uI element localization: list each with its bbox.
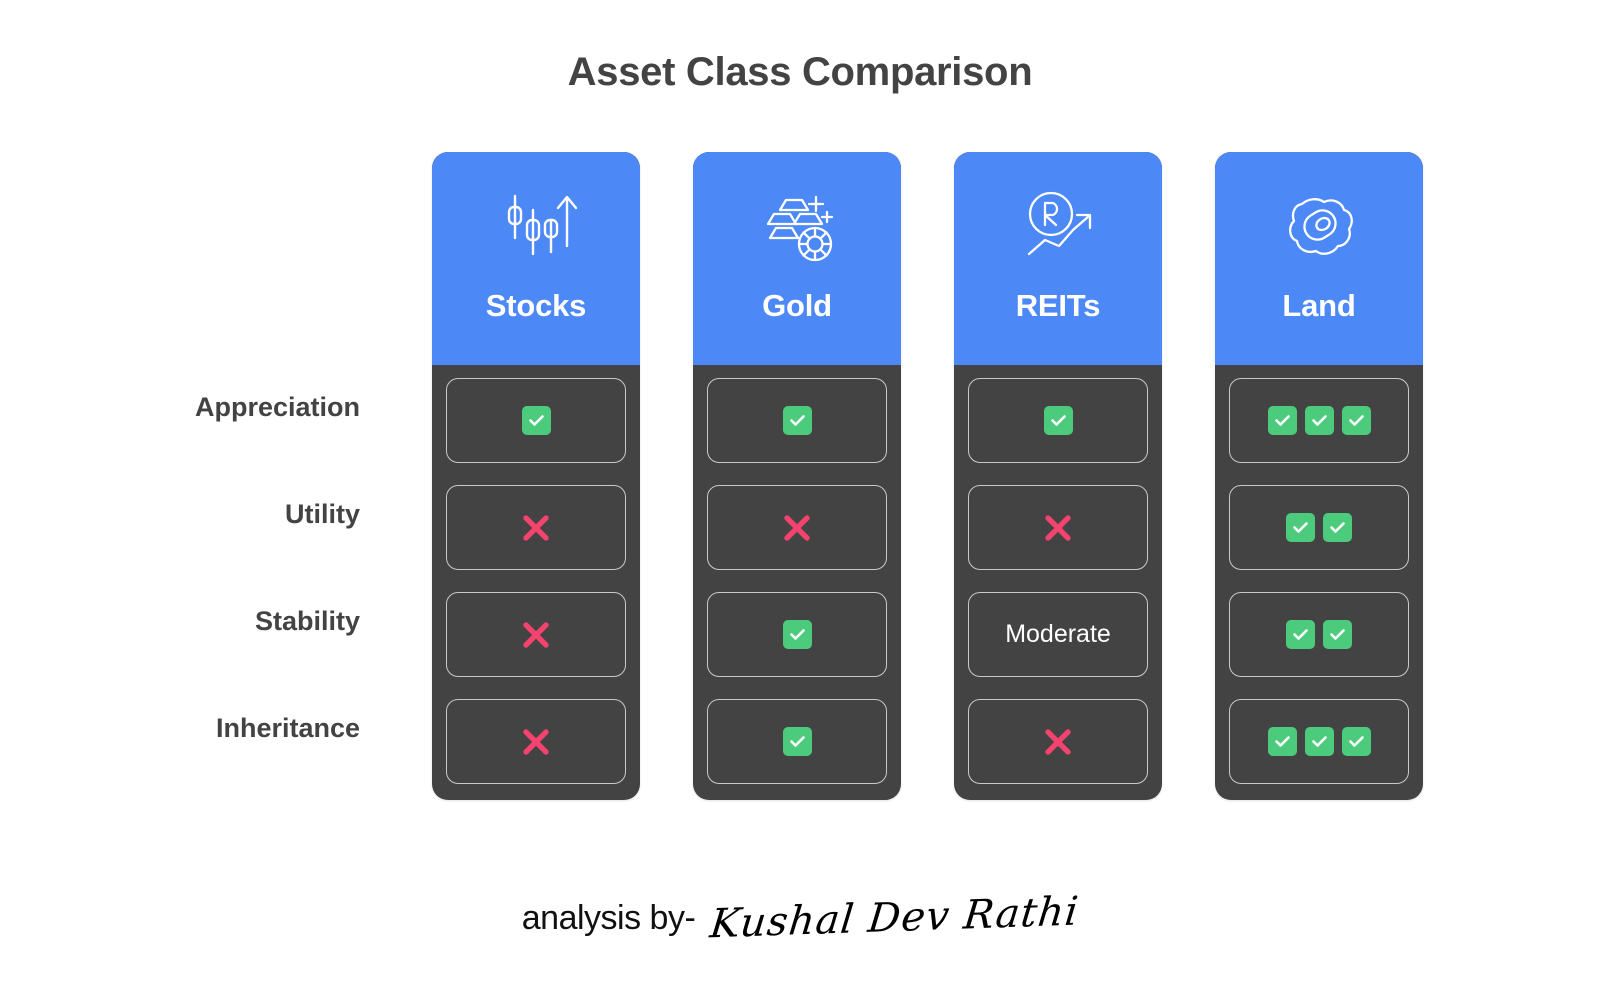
cell-land-inheritance[interactable]: [1229, 699, 1409, 784]
cell-gold-appreciation[interactable]: [707, 378, 887, 463]
cross-icon: [1041, 511, 1075, 545]
check-icon: [1323, 620, 1352, 649]
cell-gold-inheritance[interactable]: [707, 699, 887, 784]
column-title-stocks: Stocks: [485, 288, 587, 323]
check-icon: [1323, 513, 1352, 542]
column-body-gold: [693, 365, 901, 800]
asset-column-land[interactable]: Land: [1215, 152, 1423, 800]
column-header-land: Land: [1215, 152, 1423, 365]
asset-column-stocks[interactable]: Stocks: [432, 152, 640, 800]
asset-column-reits[interactable]: REITs Moderate: [954, 152, 1162, 800]
candlestick-chart-icon: [493, 184, 579, 270]
land-plot-icon: [1276, 184, 1362, 270]
row-label-stability: Stability: [254, 606, 360, 636]
column-body-land: [1215, 365, 1423, 800]
check-icon: [1043, 406, 1073, 435]
cell-stocks-inheritance[interactable]: [446, 699, 626, 784]
cross-icon: [1041, 725, 1075, 759]
cross-icon: [519, 725, 553, 759]
cell-reits-utility[interactable]: [968, 485, 1148, 570]
cell-stocks-appreciation[interactable]: [446, 378, 626, 463]
column-title-land: Land: [1282, 288, 1356, 323]
check-icon: [1267, 727, 1297, 756]
author-signature: Kushal Dev Rathi: [708, 888, 1082, 948]
check-icon: [1304, 406, 1334, 435]
check-icon: [782, 406, 812, 435]
cross-icon: [780, 511, 814, 545]
analysis-by-label: analysis by-: [521, 898, 696, 937]
reit-trend-icon: [1015, 184, 1101, 270]
cell-land-stability[interactable]: [1229, 592, 1409, 677]
gold-bars-coin-icon: [754, 184, 840, 270]
check-icon: [1267, 406, 1297, 435]
cell-land-utility[interactable]: [1229, 485, 1409, 570]
row-label-inheritance: Inheritance: [215, 713, 360, 743]
check-icon: [782, 727, 812, 756]
column-body-reits: Moderate: [954, 365, 1162, 800]
check-icon: [1286, 620, 1315, 649]
check-icon: [1286, 513, 1315, 542]
column-header-stocks: Stocks: [432, 152, 640, 365]
footer: analysis by- Kushal Dev Rathi: [0, 889, 1600, 948]
row-label-appreciation: Appreciation: [194, 392, 360, 422]
cell-reits-appreciation[interactable]: [968, 378, 1148, 463]
cell-reits-inheritance[interactable]: [968, 699, 1148, 784]
column-header-gold: Gold: [693, 152, 901, 365]
check-icon: [1341, 406, 1371, 435]
cell-gold-utility[interactable]: [707, 485, 887, 570]
column-title-gold: Gold: [762, 288, 832, 323]
cell-stocks-utility[interactable]: [446, 485, 626, 570]
check-icon: [521, 406, 551, 435]
cell-land-appreciation[interactable]: [1229, 378, 1409, 463]
cross-icon: [519, 618, 553, 652]
asset-columns: Stocks Gold: [432, 152, 1423, 800]
cell-gold-stability[interactable]: [707, 592, 887, 677]
asset-column-gold[interactable]: Gold: [693, 152, 901, 800]
cross-icon: [519, 511, 553, 545]
cell-value-text: Moderate: [1005, 620, 1111, 648]
row-label-utility: Utility: [284, 499, 360, 529]
check-icon: [1304, 727, 1334, 756]
check-icon: [1341, 727, 1371, 756]
column-header-reits: REITs: [954, 152, 1162, 365]
cell-reits-stability[interactable]: Moderate: [968, 592, 1148, 677]
column-title-reits: REITs: [1015, 288, 1101, 323]
column-body-stocks: [432, 365, 640, 800]
page-title: Asset Class Comparison: [567, 50, 1033, 94]
cell-stocks-stability[interactable]: [446, 592, 626, 677]
check-icon: [782, 620, 812, 649]
